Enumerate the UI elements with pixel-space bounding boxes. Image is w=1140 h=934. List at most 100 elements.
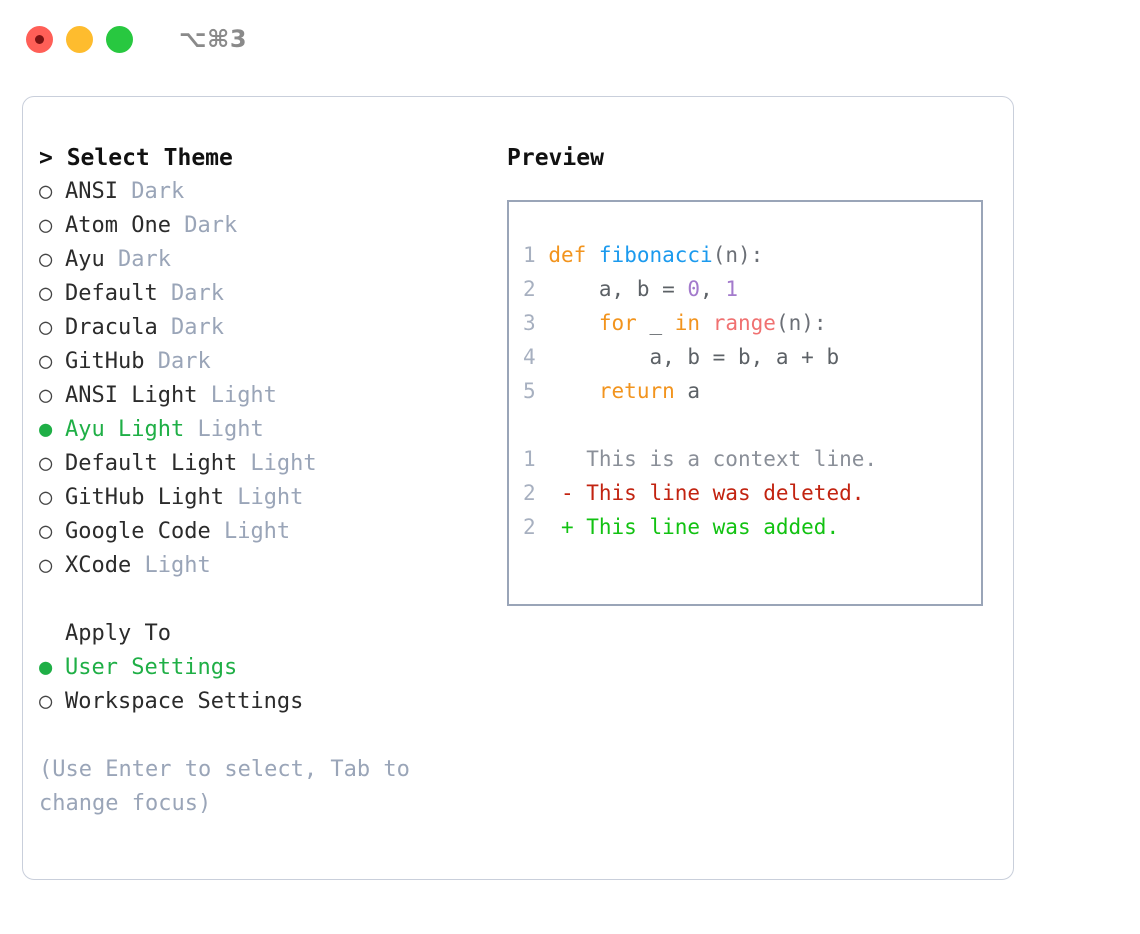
preview-heading: Preview xyxy=(507,145,604,171)
code-gutter-space xyxy=(536,379,549,403)
theme-option-name: XCode xyxy=(65,553,132,578)
theme-option[interactable]: ○Atom One Dark xyxy=(39,209,485,243)
diff-line-number: 1 xyxy=(523,447,536,471)
keyboard-hint-text: (Use Enter to select, Tab to change focu… xyxy=(39,757,424,816)
apply-to-option[interactable]: ○ Workspace Settings xyxy=(39,685,485,719)
radio-unselected-icon[interactable]: ○ xyxy=(39,315,53,340)
minimize-button[interactable] xyxy=(66,25,93,53)
theme-option-name: ANSI xyxy=(65,179,118,204)
radio-selected-icon[interactable]: ● xyxy=(39,655,53,680)
diff-text: This is a context line. xyxy=(586,447,878,471)
code-line: 1 def fibonacci(n): xyxy=(523,238,981,272)
main-panel: > Select Theme ○ANSI Dark○Atom One Dark○… xyxy=(22,96,1014,880)
apply-to-option-label: User Settings xyxy=(65,655,238,680)
apply-to-option-label: Workspace Settings xyxy=(65,689,304,714)
theme-option[interactable]: ○XCode Light xyxy=(39,549,485,583)
theme-option-name: Dracula xyxy=(65,315,158,340)
code-token: return xyxy=(598,379,675,403)
code-token: range xyxy=(712,311,776,335)
radio-unselected-icon[interactable]: ○ xyxy=(39,213,53,238)
code-gutter-space xyxy=(536,243,549,267)
diff-line-number: 2 xyxy=(523,515,536,539)
radio-unselected-icon[interactable]: ○ xyxy=(39,519,53,544)
theme-option[interactable]: ○ GitHub Light Light xyxy=(39,481,485,515)
theme-option-name: Default Light xyxy=(65,451,238,476)
theme-option-name: GitHub xyxy=(65,349,145,374)
radio-selected-icon[interactable]: ● xyxy=(39,417,53,442)
theme-option[interactable]: ● Ayu Light Light xyxy=(39,413,485,447)
theme-variant-badge: Dark xyxy=(157,315,224,340)
theme-option-name: Ayu xyxy=(65,247,105,272)
code-token: a, b = b, a + b xyxy=(548,345,840,369)
theme-option[interactable]: ○ Default Light Light xyxy=(39,447,485,481)
code-token: in xyxy=(674,311,701,335)
code-token: def xyxy=(548,243,587,267)
radio-unselected-icon[interactable]: ○ xyxy=(39,281,53,306)
diff-text: This line was deleted. xyxy=(586,481,865,505)
code-line: 3 for _ in range(n): xyxy=(523,306,981,340)
keyboard-shortcut-label: ⌥⌘3 xyxy=(179,25,248,53)
code-line: 2 a, b = 0, 1 xyxy=(523,272,981,306)
theme-list[interactable]: ○ANSI Dark○Atom One Dark○Ayu Dark○Defaul… xyxy=(39,175,485,583)
radio-unselected-icon[interactable]: ○ xyxy=(39,689,53,714)
theme-variant-badge: Light xyxy=(223,485,304,510)
theme-selector-column: > Select Theme ○ANSI Dark○Atom One Dark○… xyxy=(23,141,485,879)
close-button[interactable] xyxy=(26,25,53,53)
code-token: (n): xyxy=(775,311,827,335)
code-token: , xyxy=(700,277,726,301)
code-token: a, b = xyxy=(548,277,688,301)
apply-to-option[interactable]: ● User Settings xyxy=(39,651,485,685)
code-line: 4 a, b = b, a + b xyxy=(523,340,981,374)
code-token xyxy=(548,379,599,403)
radio-unselected-icon[interactable]: ○ xyxy=(39,485,53,510)
theme-variant-badge: Light xyxy=(184,417,264,442)
theme-option[interactable]: ○GitHub Dark xyxy=(39,345,485,379)
diff-sign: + xyxy=(535,515,587,539)
title-bar: ⌥⌘3 xyxy=(0,0,1140,78)
radio-unselected-icon[interactable]: ○ xyxy=(39,383,53,408)
code-line-number: 4 xyxy=(523,345,536,369)
theme-option[interactable]: ○Default Dark xyxy=(39,277,485,311)
theme-option[interactable]: ○ Google Code Light xyxy=(39,515,485,549)
theme-option[interactable]: ○ANSI Light Light xyxy=(39,379,485,413)
theme-option-name: GitHub Light xyxy=(65,485,224,510)
preview-column: Preview 1 def fibonacci(n):2 a, b = 0, 1… xyxy=(485,141,1013,879)
code-token: 0 xyxy=(687,277,701,301)
apply-to-heading: Apply To xyxy=(65,621,171,646)
code-gutter-space xyxy=(536,345,549,369)
theme-variant-badge: Light xyxy=(197,383,277,408)
theme-variant-badge: Light xyxy=(210,519,291,544)
radio-unselected-icon[interactable]: ○ xyxy=(39,553,53,578)
diff-sign: - xyxy=(535,481,587,505)
code-token: _ xyxy=(636,311,675,335)
list-spacer xyxy=(39,583,485,617)
code-token: a xyxy=(674,379,701,403)
diff-line: 2 + This line was added. xyxy=(523,510,981,544)
theme-option-name: Ayu Light xyxy=(65,417,185,442)
theme-variant-badge: Dark xyxy=(117,179,185,204)
code-line-number: 1 xyxy=(523,243,536,267)
theme-option[interactable]: ○ Dracula Dark xyxy=(39,311,485,345)
maximize-button[interactable] xyxy=(106,25,133,53)
theme-option-name: Google Code xyxy=(65,519,211,544)
theme-option-name: Atom One xyxy=(65,213,171,238)
theme-option[interactable]: ○ ANSI Dark xyxy=(39,175,485,209)
diff-line: 2 - This line was deleted. xyxy=(523,476,981,510)
radio-unselected-icon[interactable]: ○ xyxy=(39,179,53,204)
code-line: 5 return a xyxy=(523,374,981,408)
code-token: fibonacci xyxy=(598,243,713,267)
radio-unselected-icon[interactable]: ○ xyxy=(39,451,53,476)
code-token: (n): xyxy=(712,243,764,267)
radio-unselected-icon[interactable]: ○ xyxy=(39,247,53,272)
radio-unselected-icon[interactable]: ○ xyxy=(39,349,53,374)
code-gutter-space xyxy=(536,311,549,335)
theme-variant-badge: Light xyxy=(237,451,317,476)
diff-sample: 1 This is a context line. 2 - This line w… xyxy=(523,442,981,544)
window-controls xyxy=(26,25,133,53)
diff-line-number: 2 xyxy=(523,481,536,505)
theme-option[interactable]: ○Ayu Dark xyxy=(39,243,485,277)
apply-to-list[interactable]: ● User Settings ○ Workspace Settings xyxy=(39,651,485,719)
code-token: 1 xyxy=(725,277,738,301)
